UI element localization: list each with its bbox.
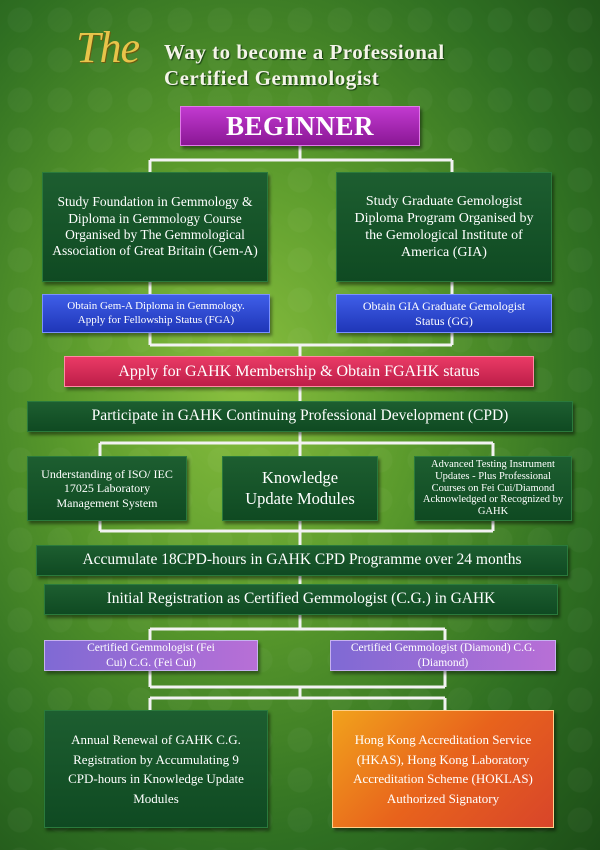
gia-study-box: Study Graduate Gemologist Diploma Progra…: [336, 172, 552, 282]
gem-a-study-box: Study Foundation in Gemmology & Diploma …: [42, 172, 268, 282]
advanced-testing-box: Advanced Testing Instrument Updates - Pl…: [414, 456, 572, 521]
registration-box: Initial Registration as Certified Gemmol…: [44, 584, 558, 615]
iso-17025-box: Understanding of ISO/ IEC 17025 Laborato…: [27, 456, 187, 521]
title-line-2: Certified Gemmologist: [164, 66, 380, 90]
page-title: The Way to become a Professional Certifi…: [76, 22, 546, 92]
title-line-1: Way to become a Professional: [164, 40, 445, 64]
gia-status-box: Obtain GIA Graduate Gemologist Status (G…: [336, 294, 552, 333]
cg-diamond-box: Certified Gemmologist (Diamond) C.G. (Di…: [330, 640, 556, 671]
gem-a-diploma-box: Obtain Gem-A Diploma in Gemmology. Apply…: [42, 294, 270, 333]
title-prefix: The: [76, 23, 140, 72]
hkas-signatory-box: Hong Kong Accreditation Service (HKAS), …: [332, 710, 554, 828]
membership-box: Apply for GAHK Membership & Obtain FGAHK…: [64, 356, 534, 387]
cpd-box: Participate in GAHK Continuing Professio…: [27, 401, 573, 432]
accumulate-box: Accumulate 18CPD-hours in GAHK CPD Progr…: [36, 545, 568, 576]
beginner-box: BEGINNER: [180, 106, 420, 146]
annual-renewal-box: Annual Renewal of GAHK C.G. Registration…: [44, 710, 268, 828]
cg-fei-cui-box: Certified Gemmologist (Fei Cui) C.G. (Fe…: [44, 640, 258, 671]
knowledge-modules-box: Knowledge Update Modules: [222, 456, 378, 521]
